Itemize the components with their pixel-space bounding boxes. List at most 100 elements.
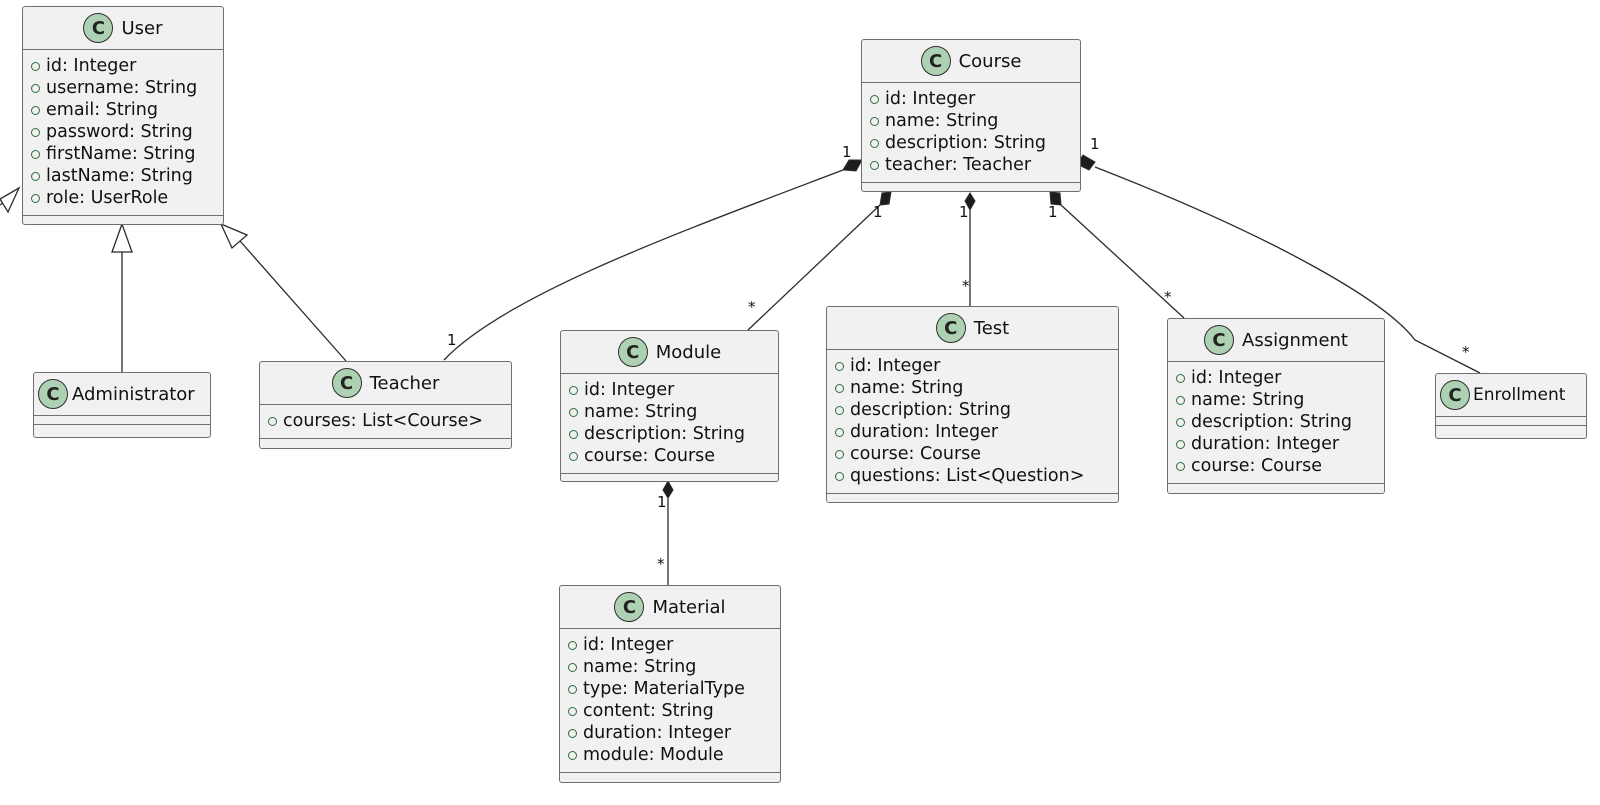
public-visibility-icon — [568, 706, 577, 716]
public-visibility-icon — [31, 83, 40, 93]
class-enrollment-methods — [1436, 426, 1586, 434]
class-user-attributes: id: Integer username: String email: Stri… — [23, 50, 223, 216]
class-assignment[interactable]: C Assignment id: Integer name: String de… — [1167, 318, 1385, 494]
attribute-text: duration: Integer — [583, 723, 732, 743]
attribute-text: lastName: String — [46, 166, 193, 186]
class-material-header: C Material — [560, 586, 780, 629]
attribute-text: name: String — [850, 378, 964, 398]
class-test-header: C Test — [827, 307, 1118, 350]
class-enrollment[interactable]: C Enrollment — [1435, 373, 1587, 439]
multiplicity-label: * — [962, 277, 970, 295]
course-teacher-composition-diamond — [842, 159, 863, 172]
class-assignment-name: Assignment — [1242, 329, 1348, 351]
attribute-text: password: String — [46, 122, 193, 142]
attribute: email: String — [31, 99, 223, 121]
attribute: description: String — [569, 423, 778, 445]
class-module[interactable]: C Module id: Integer name: String descri… — [560, 330, 779, 482]
attribute: id: Integer — [568, 634, 780, 656]
class-assignment-attributes: id: Integer name: String description: St… — [1168, 362, 1384, 484]
class-icon: C — [1440, 380, 1470, 410]
public-visibility-icon — [1176, 461, 1185, 471]
attribute-text: role: UserRole — [46, 188, 169, 208]
class-module-methods — [561, 474, 778, 482]
public-visibility-icon — [31, 193, 40, 203]
class-enrollment-attributes — [1436, 417, 1586, 426]
class-module-name: Module — [655, 341, 722, 363]
class-course[interactable]: C Course id: Integer name: String descri… — [861, 39, 1081, 192]
attribute: course: Course — [835, 443, 1118, 465]
attribute: id: Integer — [1176, 367, 1384, 389]
multiplicity-label: 1 — [447, 331, 457, 349]
multiplicity-label: 1 — [873, 203, 883, 221]
attribute: courses: List<Course> — [268, 410, 511, 432]
multiplicity-label: * — [657, 555, 665, 573]
class-icon: C — [935, 313, 966, 343]
class-course-header: C Course — [862, 40, 1080, 83]
attribute: password: String — [31, 121, 223, 143]
attribute: name: String — [870, 110, 1080, 132]
attribute-text: description: String — [885, 133, 1046, 153]
attribute-text: content: String — [583, 701, 714, 721]
class-assignment-header: C Assignment — [1168, 319, 1384, 362]
attribute: id: Integer — [835, 355, 1118, 377]
class-user[interactable]: C User id: Integer username: String emai… — [22, 6, 224, 225]
public-visibility-icon — [835, 471, 844, 481]
class-material[interactable]: C Material id: Integer name: String type… — [559, 585, 781, 783]
attribute: duration: Integer — [1176, 433, 1384, 455]
class-teacher[interactable]: C Teacher courses: List<Course> — [259, 361, 512, 449]
class-course-methods — [862, 183, 1080, 191]
class-material-methods — [560, 773, 780, 781]
public-visibility-icon — [870, 160, 879, 170]
attribute-text: id: Integer — [583, 635, 674, 655]
multiplicity-label: * — [748, 298, 756, 316]
attribute-text: id: Integer — [885, 89, 976, 109]
public-visibility-icon — [31, 105, 40, 115]
public-visibility-icon — [31, 61, 40, 71]
attribute-text: name: String — [583, 657, 697, 677]
class-administrator-methods — [34, 425, 210, 433]
class-icon: C — [617, 337, 648, 367]
public-visibility-icon — [568, 750, 577, 760]
class-administrator-attributes — [34, 416, 210, 425]
attribute: teacher: Teacher — [870, 154, 1080, 176]
attribute: role: UserRole — [31, 187, 223, 209]
public-visibility-icon — [31, 149, 40, 159]
multiplicity-label: * — [1462, 343, 1470, 361]
public-visibility-icon — [1176, 439, 1185, 449]
attribute-text: id: Integer — [46, 56, 137, 76]
attribute-text: courses: List<Course> — [283, 411, 484, 431]
class-teacher-name: Teacher — [369, 372, 440, 394]
attribute-text: name: String — [885, 111, 999, 131]
attribute-text: id: Integer — [1191, 368, 1282, 388]
public-visibility-icon — [1176, 373, 1185, 383]
public-visibility-icon — [835, 405, 844, 415]
public-visibility-icon — [568, 662, 577, 672]
attribute-text: type: MaterialType — [583, 679, 745, 699]
public-visibility-icon — [870, 116, 879, 126]
class-module-attributes: id: Integer name: String description: St… — [561, 374, 778, 474]
class-test-attributes: id: Integer name: String description: St… — [827, 350, 1118, 494]
class-icon: C — [331, 368, 362, 398]
attribute: course: Course — [569, 445, 778, 467]
teacher-generalization-line — [239, 240, 347, 362]
attribute: duration: Integer — [835, 421, 1118, 443]
class-icon: C — [614, 592, 645, 622]
attribute-text: username: String — [46, 78, 198, 98]
public-visibility-icon — [569, 451, 578, 461]
class-administrator[interactable]: C Administrator — [33, 372, 211, 438]
class-icon: C — [920, 46, 951, 76]
public-visibility-icon — [568, 684, 577, 694]
class-user-methods — [23, 216, 223, 224]
public-visibility-icon — [569, 407, 578, 417]
class-teacher-attributes: courses: List<Course> — [260, 405, 511, 439]
attribute-text: course: Course — [584, 446, 716, 466]
public-visibility-icon — [870, 138, 879, 148]
attribute: lastName: String — [31, 165, 223, 187]
class-assignment-methods — [1168, 484, 1384, 492]
class-test[interactable]: C Test id: Integer name: String descript… — [826, 306, 1119, 503]
class-teacher-header: C Teacher — [260, 362, 511, 405]
attribute: description: String — [870, 132, 1080, 154]
attribute-text: name: String — [584, 402, 698, 422]
class-enrollment-header: C Enrollment — [1436, 374, 1586, 417]
